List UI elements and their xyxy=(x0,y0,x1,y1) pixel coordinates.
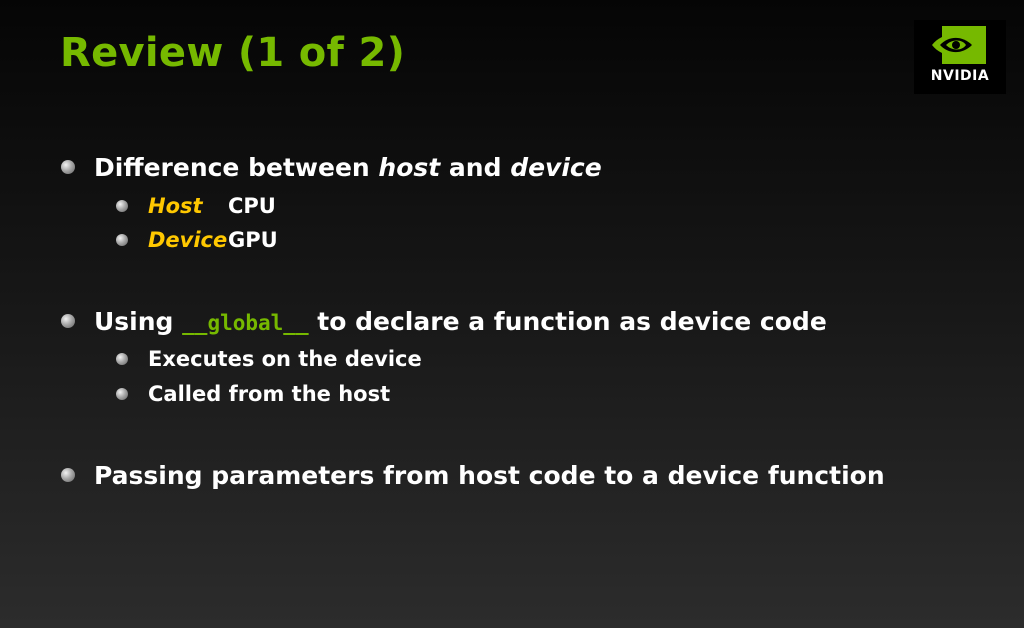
bullet-host-device: Difference between host and device xyxy=(60,153,602,182)
term-label: Host xyxy=(148,194,203,218)
bullet-text: Using xyxy=(94,307,183,336)
bullet-text: and xyxy=(440,153,511,182)
term-value: GPU xyxy=(228,228,278,252)
bullet-dot-icon xyxy=(61,468,75,482)
bullet-dot-icon xyxy=(116,199,128,212)
bullet-global: Using __global__ to declare a function a… xyxy=(60,307,827,336)
nvidia-logo: NVIDIA xyxy=(914,20,1006,94)
sub-bullet-host: Host CPU xyxy=(114,194,276,218)
code-keyword: __global__ xyxy=(182,311,309,335)
bullet-parameters: Passing parameters from host code to a d… xyxy=(60,461,885,490)
bullet-dot-icon xyxy=(116,233,128,246)
sub-bullet-device: DeviceGPU xyxy=(114,228,278,252)
term-value: CPU xyxy=(228,194,276,218)
sub-bullet-executes: Executes on the device xyxy=(114,347,422,371)
bullet-text: Executes on the device xyxy=(148,347,422,371)
sub-bullet-called: Called from the host xyxy=(114,382,390,406)
bullet-dot-icon xyxy=(116,352,128,365)
bullet-text: Called from the host xyxy=(148,382,391,406)
bullet-dot-icon xyxy=(116,387,128,400)
term-device: device xyxy=(510,153,602,182)
bullet-dot-icon xyxy=(61,314,75,328)
bullet-dot-icon xyxy=(61,160,75,174)
bullet-text: to declare a function as device code xyxy=(308,307,827,336)
logo-wordmark: NVIDIA xyxy=(930,68,990,84)
nvidia-eye-icon xyxy=(932,26,986,64)
slide-title: Review (1 of 2) xyxy=(60,30,406,76)
term-host: host xyxy=(378,153,441,182)
bullet-text: Difference between xyxy=(94,153,379,182)
term-label: Device xyxy=(148,228,228,252)
bullet-text: Passing parameters from host code to a d… xyxy=(94,461,885,490)
